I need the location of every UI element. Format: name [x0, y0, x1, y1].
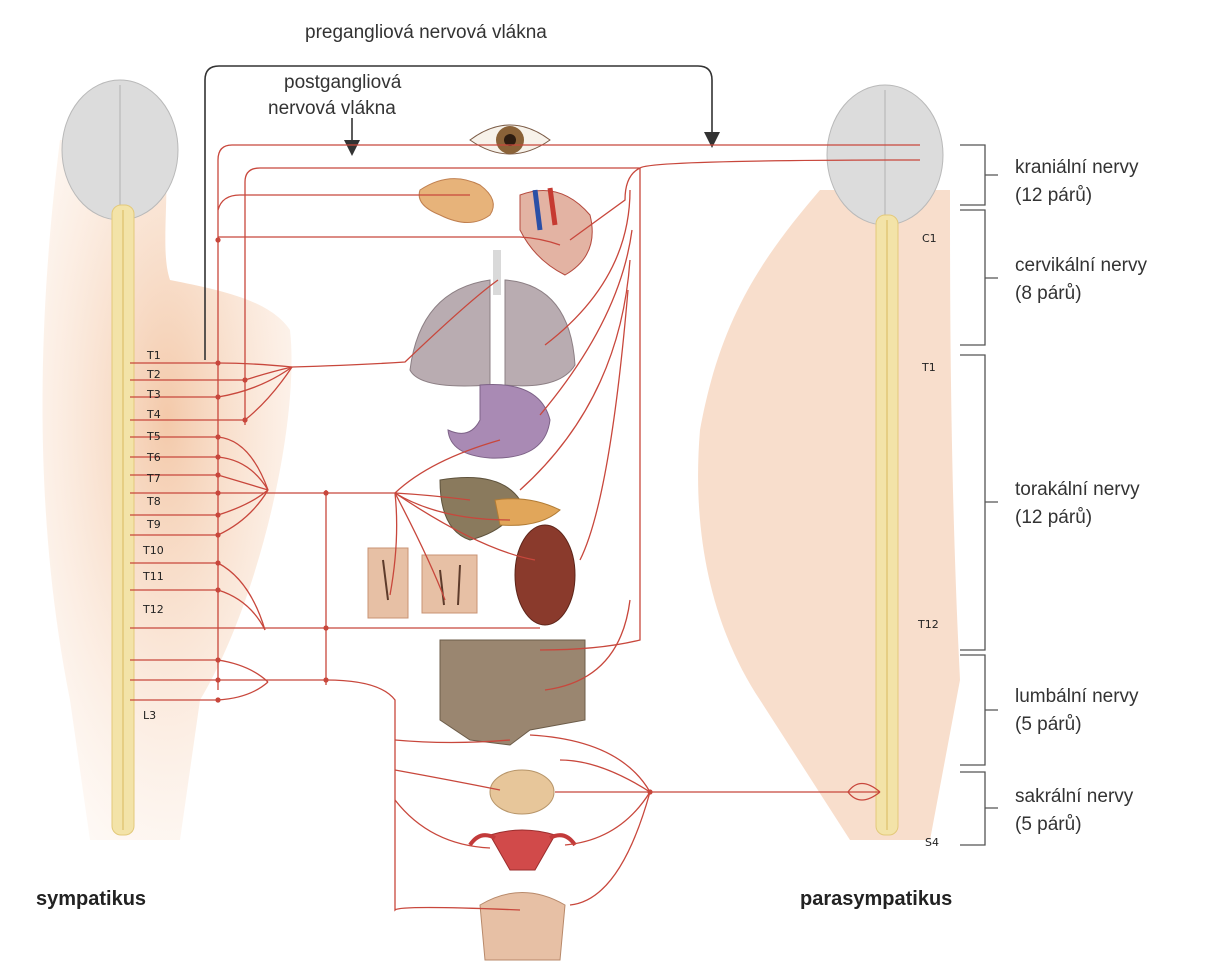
kidney-icon — [515, 525, 575, 625]
segment-label-left: T10 — [143, 544, 164, 557]
segment-label-left: T6 — [147, 451, 161, 464]
region-brackets — [960, 145, 998, 845]
segment-label-left: L3 — [143, 709, 156, 722]
region-cervical: cervikální nervy (8 párů) — [1015, 252, 1147, 308]
pancreas-icon — [495, 499, 560, 526]
region-count: (12 párů) — [1015, 504, 1140, 532]
intestine-icon — [440, 640, 585, 745]
bladder-icon — [490, 770, 554, 814]
eye-icon — [470, 125, 550, 154]
segment-label-left: T1 — [147, 349, 161, 362]
lungs-icon — [410, 250, 575, 386]
segment-label-right: S4 — [925, 836, 939, 849]
region-count: (5 párů) — [1015, 811, 1133, 839]
segment-label-left: T9 — [147, 518, 161, 531]
sympathetic-figure — [43, 80, 292, 840]
segment-label-left: T2 — [147, 368, 161, 381]
segment-label-left: T11 — [143, 570, 164, 583]
skin-hair-icon — [368, 548, 477, 618]
segment-label-left: T7 — [147, 472, 161, 485]
region-name: kraniální nervy — [1015, 154, 1139, 182]
region-thoracic: torakální nervy (12 párů) — [1015, 476, 1140, 532]
region-cranial: kraniální nervy (12 párů) — [1015, 154, 1139, 210]
segment-label-left: T12 — [143, 603, 164, 616]
sympathetic-label: sympatikus — [36, 888, 146, 911]
region-name: torakální nervy — [1015, 476, 1140, 504]
parasympathetic-label: parasympatikus — [800, 888, 952, 911]
segment-label-right: C1 — [922, 232, 937, 245]
segment-label-right: T1 — [922, 361, 936, 374]
region-lumbar: lumbální nervy (5 párů) — [1015, 683, 1139, 739]
segment-label-left: T4 — [147, 408, 161, 421]
postganglionic-label-1: postgangliová — [284, 70, 401, 96]
region-name: cervikální nervy — [1015, 252, 1147, 280]
region-count: (5 párů) — [1015, 711, 1139, 739]
segment-label-right: T12 — [918, 618, 939, 631]
lacrimal-gland-icon — [419, 179, 493, 223]
postganglionic-label-2: nervová vlákna — [268, 96, 396, 122]
region-sacral: sakrální nervy (5 párů) — [1015, 783, 1133, 839]
region-count: (8 párů) — [1015, 280, 1147, 308]
parasympathetic-figure — [698, 85, 960, 840]
preganglionic-label: pregangliová nervová vlákna — [305, 20, 547, 46]
segment-label-left: T8 — [147, 495, 161, 508]
region-count: (12 párů) — [1015, 182, 1139, 210]
segment-label-left: T5 — [147, 430, 161, 443]
stomach-icon — [448, 384, 550, 458]
region-name: sakrální nervy — [1015, 783, 1133, 811]
region-name: lumbální nervy — [1015, 683, 1139, 711]
genitalia-icon — [480, 893, 565, 961]
segment-label-left: T3 — [147, 388, 161, 401]
uterus-icon — [470, 830, 575, 870]
